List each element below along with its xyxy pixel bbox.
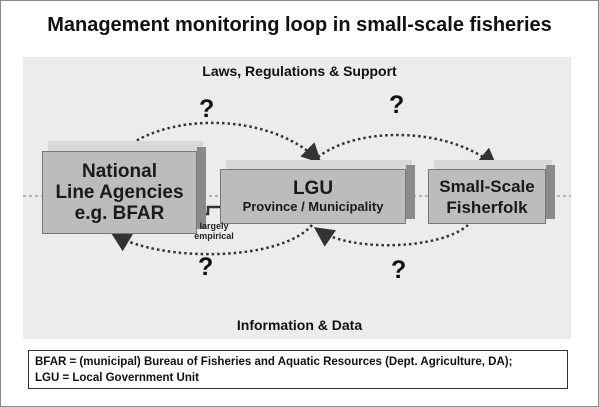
question-mark-bottom-left: ? [198,253,214,281]
node-lgu: LGU Province / Municipality [220,160,416,224]
footer-line-1: BFAR = (municipal) Bureau of Fisheries a… [35,356,513,368]
arrow-national-to-lgu [114,121,322,164]
national-line-2: Line Agencies [55,182,184,203]
fisherfolk-line-2: Fisherfolk [446,197,528,217]
arrow-fisherfolk-to-lgu [313,224,469,247]
arrow-lgu-to-national [110,224,313,256]
national-line-3: e.g. BFAR [74,203,165,224]
node-small-scale-fisherfolk: Small-Scale Fisherfolk [428,160,556,224]
lgu-label: LGU [292,178,334,199]
fisherfolk-line-1: Small-Scale [439,176,535,196]
question-mark-top-right: ? [389,91,405,119]
node-national-line-agencies: National Line Agencies e.g. BFAR [42,141,207,235]
national-line-1: National [82,161,157,182]
question-mark-top-left: ? [199,95,215,123]
arrow-lgu-to-fisherfolk [317,133,498,169]
diagram-title: Management monitoring loop in small-scal… [47,14,552,36]
footer-line-2: LGU = Local Government Unit [35,372,199,384]
bottom-caption: Information & Data [236,317,363,333]
question-mark-bottom-right: ? [391,256,407,284]
empirical-note: largely empirical [194,221,234,241]
abbreviation-legend: BFAR = (municipal) Bureau of Fisheries a… [28,350,568,389]
top-caption: Laws, Regulations & Support [202,63,397,79]
lgu-sublabel: Province / Municipality [242,199,384,214]
